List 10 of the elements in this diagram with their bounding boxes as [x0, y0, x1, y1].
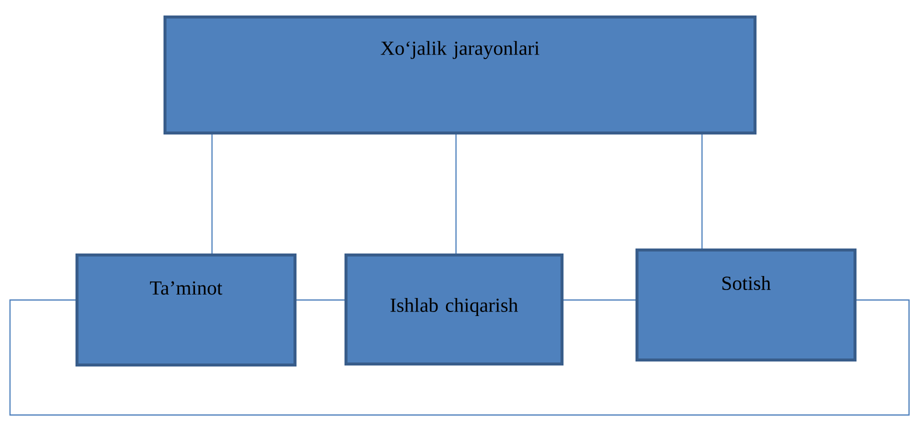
connector-line [211, 134, 213, 254]
connector-line [564, 299, 636, 301]
connector-line [701, 134, 703, 248]
process-box: Ta’minot [76, 254, 296, 366]
process-box: Ishlab chiqarish [344, 254, 564, 366]
connector-line [296, 299, 344, 301]
process-box: Xo‘jalik jarayonlari [164, 16, 756, 134]
connector-line [9, 299, 910, 416]
connector-line [455, 134, 457, 254]
process-box: Sotish [636, 248, 856, 362]
